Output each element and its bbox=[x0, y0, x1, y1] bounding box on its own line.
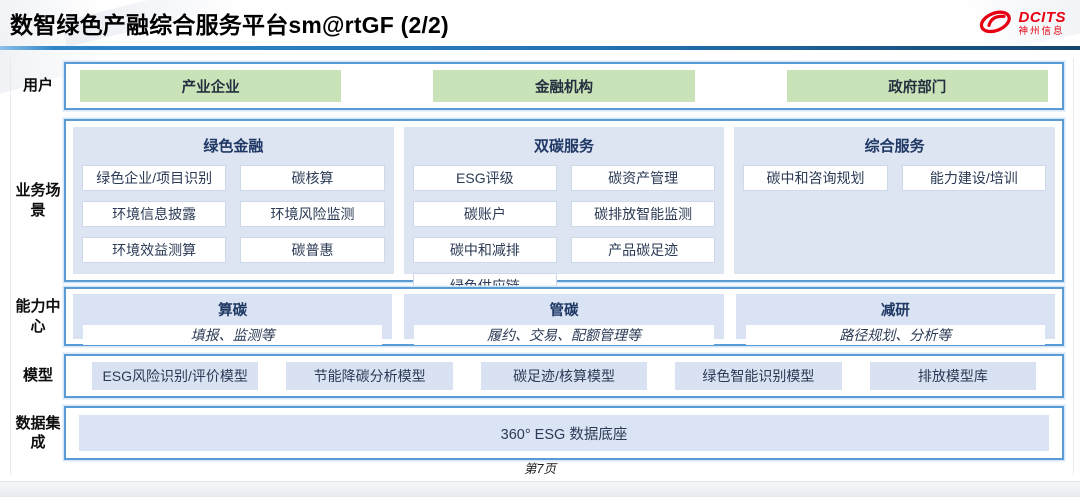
scenario-item: 碳资产管理 bbox=[571, 165, 716, 191]
scenario-item: 环境风险监测 bbox=[240, 201, 385, 227]
users-container: 产业企业 金融机构 政府部门 bbox=[64, 62, 1064, 110]
row-label-models: 模型 bbox=[22, 367, 53, 385]
logo-brand: DCITS bbox=[1018, 8, 1066, 26]
panel-header: 绿色金融 bbox=[203, 138, 264, 155]
capability-container: 算碳 填报、监测等 管碳 履约、交易、配额管理等 减研 路径规划、分析等 bbox=[64, 287, 1064, 346]
scenario-item: ESG评级 bbox=[412, 165, 557, 191]
logo-text: DCITS 神州信息 bbox=[1019, 10, 1067, 37]
panel-grid: 绿色企业/项目识别 碳核算 环境信息披露 环境风险监测 环境效益测算 碳普惠 bbox=[82, 165, 385, 263]
scenario-item: 能力建设/培训 bbox=[901, 165, 1047, 191]
row-label-capability-center: 能力中心 bbox=[15, 298, 61, 335]
model-box: ESG风险识别/评价模型 bbox=[92, 362, 259, 390]
slide-frame-line bbox=[1073, 58, 1074, 475]
dcits-swirl-icon bbox=[975, 6, 1015, 41]
page-number: 第7页 bbox=[524, 462, 556, 476]
scenario-item: 碳普惠 bbox=[240, 237, 385, 263]
scenario-item: 产品碳足迹 bbox=[571, 237, 716, 263]
esg-data-base-box: 360° ESG 数据底座 bbox=[79, 415, 1049, 451]
panel-header: 双碳服务 bbox=[534, 138, 595, 155]
scenario-item: 环境信息披露 bbox=[82, 201, 227, 227]
scenario-item: 碳核算 bbox=[240, 165, 385, 191]
capability-desc: 填报、监测等 bbox=[83, 325, 383, 345]
capability-card-carbon-management: 管碳 履约、交易、配额管理等 bbox=[404, 294, 724, 345]
panel-comprehensive-services: 综合服务 碳中和咨询规划 能力建设/培训 bbox=[734, 127, 1056, 274]
model-box: 排放模型库 bbox=[869, 362, 1037, 390]
scenario-item: 碳账户 bbox=[412, 201, 557, 227]
scenario-item: 碳中和咨询规划 bbox=[743, 165, 888, 191]
row-users: 用户 产业企业 金融机构 政府部门 bbox=[12, 62, 1064, 110]
user-box-industry: 产业企业 bbox=[80, 70, 342, 102]
model-box: 碳足迹/核算模型 bbox=[480, 362, 648, 390]
title-bar: 数智绿色产融综合服务平台sm@rtGF (2/2) DCITS 神州信息 bbox=[0, 0, 1080, 44]
user-box-government: 政府部门 bbox=[786, 70, 1048, 102]
architecture-diagram: 用户 产业企业 金融机构 政府部门 业务场景 绿色金融 绿色企业/项目识别 碳核… bbox=[12, 62, 1064, 460]
logo-subtitle: 神州信息 bbox=[1018, 25, 1065, 37]
row-data-integration: 数据集成 360° ESG 数据底座 bbox=[12, 406, 1064, 460]
row-label-business-scenarios: 业务场景 bbox=[15, 182, 61, 219]
capability-title: 算碳 bbox=[218, 303, 248, 319]
data-integration-container: 360° ESG 数据底座 bbox=[64, 406, 1064, 460]
company-logo: DCITS 神州信息 bbox=[975, 6, 1067, 41]
capability-desc: 路径规划、分析等 bbox=[745, 325, 1045, 345]
panel-grid: 碳中和咨询规划 能力建设/培训 bbox=[743, 165, 1047, 191]
row-business-scenarios: 业务场景 绿色金融 绿色企业/项目识别 碳核算 环境信息披露 环境风险监测 环境… bbox=[12, 119, 1064, 299]
scenario-item: 绿色企业/项目识别 bbox=[82, 165, 227, 191]
scenarios-container: 绿色金融 绿色企业/项目识别 碳核算 环境信息披露 环境风险监测 环境效益测算 … bbox=[64, 119, 1064, 299]
scenario-item: 环境效益测算 bbox=[82, 237, 227, 263]
row-label-users: 用户 bbox=[22, 77, 53, 95]
capability-card-carbon-reduction: 减研 路径规划、分析等 bbox=[735, 294, 1055, 345]
row-label-data-integration: 数据集成 bbox=[15, 414, 61, 452]
capability-desc: 履约、交易、配额管理等 bbox=[414, 325, 714, 345]
capability-title: 减研 bbox=[880, 303, 910, 319]
row-models: 模型 ESG风险识别/评价模型 节能降碳分析模型 碳足迹/核算模型 绿色智能识别… bbox=[12, 354, 1064, 398]
scenario-item: 碳中和减排 bbox=[412, 237, 557, 263]
slide-frame-line bbox=[10, 58, 11, 475]
scenario-item: 碳排放智能监测 bbox=[571, 201, 716, 227]
user-box-financial: 金融机构 bbox=[433, 70, 695, 102]
model-box: 节能降碳分析模型 bbox=[286, 362, 453, 390]
models-container: ESG风险识别/评价模型 节能降碳分析模型 碳足迹/核算模型 绿色智能识别模型 … bbox=[64, 354, 1064, 398]
panel-dual-carbon-services: 双碳服务 ESG评级 碳资产管理 碳账户 碳排放智能监测 碳中和减排 产品碳足迹… bbox=[403, 127, 725, 299]
capability-title: 管碳 bbox=[549, 303, 579, 319]
title-divider bbox=[0, 46, 1080, 50]
panel-grid: ESG评级 碳资产管理 碳账户 碳排放智能监测 碳中和减排 产品碳足迹 绿色供应… bbox=[412, 165, 716, 299]
bottom-strip-decoration bbox=[0, 481, 1080, 497]
panel-green-finance: 绿色金融 绿色企业/项目识别 碳核算 环境信息披露 环境风险监测 环境效益测算 … bbox=[73, 127, 394, 274]
model-box: 绿色智能识别模型 bbox=[675, 362, 842, 390]
capability-card-carbon-accounting: 算碳 填报、监测等 bbox=[73, 294, 393, 345]
page-title: 数智绿色产融综合服务平台sm@rtGF (2/2) bbox=[10, 12, 449, 38]
row-capability-center: 能力中心 算碳 填报、监测等 管碳 履约、交易、配额管理等 减研 路径规划、分析… bbox=[12, 287, 1064, 346]
panel-header: 综合服务 bbox=[864, 138, 925, 155]
